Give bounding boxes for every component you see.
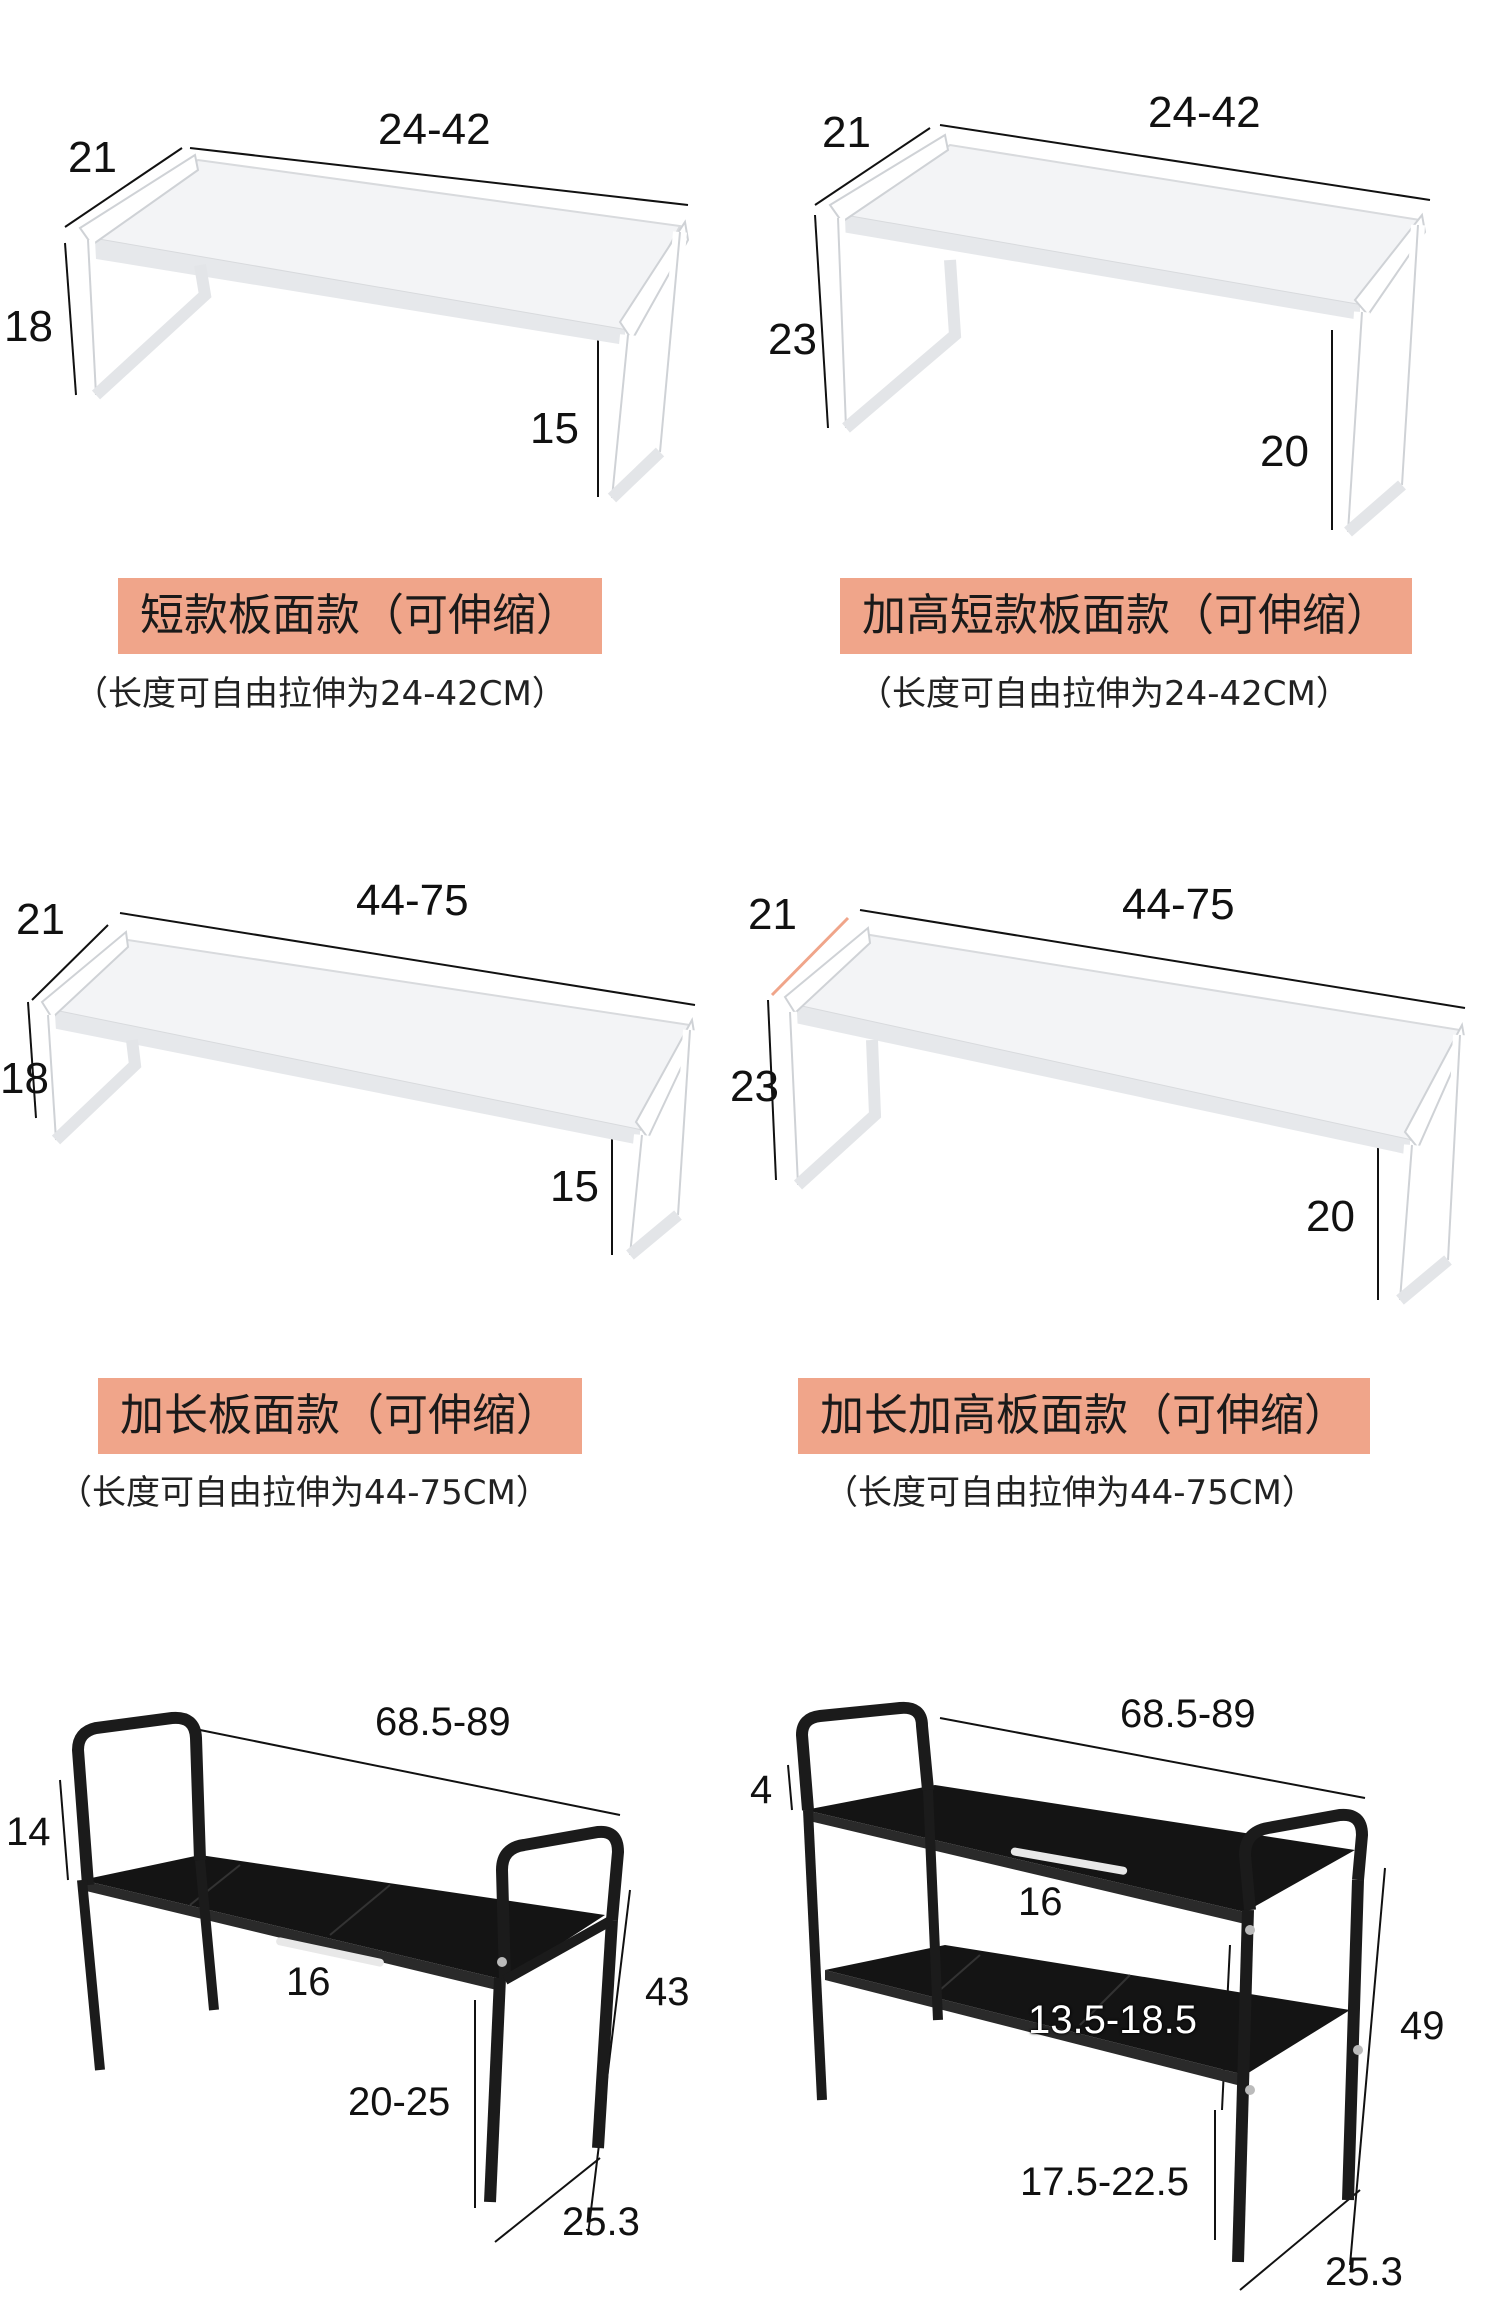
- depth-label: 25.3: [1325, 2250, 1403, 2294]
- shelf-gap-label: 13.5-18.5: [1028, 1998, 1198, 2042]
- width-label: 44-75: [1122, 880, 1235, 929]
- rail-height-label: 4: [750, 1768, 773, 1812]
- leg-label: 17.5-22.5: [1020, 2160, 1190, 2204]
- leg-label: 20-25: [348, 2080, 451, 2124]
- product-subtitle: （长度可自由拉伸为44-75CM）: [58, 1473, 550, 1513]
- rail-height-label: 14: [6, 1810, 51, 1854]
- height-label: 18: [4, 302, 53, 351]
- leg-label: 15: [550, 1162, 599, 1211]
- white-shelf-long-illustration: [27, 912, 697, 1260]
- height-label: 43: [645, 1970, 690, 2014]
- width-label: 24-42: [378, 105, 491, 154]
- product-black-double: 68.5-89 4 16 13.5-18.5 49 17.5-22.5 25.3: [750, 1680, 1500, 2322]
- depth-label: 25.3: [562, 2200, 640, 2244]
- height-label: 18: [0, 1054, 49, 1103]
- depth-label: 21: [748, 890, 797, 939]
- product-tall-long: 44-75 21 23 20 加长加高板面款（可伸缩） （长度可自由拉伸为44-…: [730, 840, 1500, 1540]
- width-label: 68.5-89: [375, 1700, 511, 1744]
- product-tall-short: 24-42 21 23 20 加高短款板面款（可伸缩） （长度可自由拉伸为24-…: [750, 0, 1500, 760]
- white-shelf-tall-short-illustration: [814, 124, 1431, 537]
- white-shelf-tall-long-illustration: [767, 909, 1467, 1305]
- width-label: 24-42: [1148, 88, 1261, 137]
- height-label: 23: [730, 1062, 779, 1111]
- product-long: 44-75 21 18 15 加长板面款（可伸缩） （长度可自由拉伸为44-75…: [0, 840, 750, 1540]
- shelf-depth-label: 16: [286, 1960, 331, 2004]
- depth-label: 21: [16, 895, 65, 944]
- product-black-single: 68.5-89 14 16 43 20-25 25.3: [0, 1680, 750, 2322]
- leg-label: 20: [1306, 1192, 1355, 1241]
- product-title: 加高短款板面款（可伸缩）: [840, 578, 1412, 654]
- product-subtitle: （长度可自由拉伸为24-42CM）: [74, 674, 566, 714]
- product-subtitle: （长度可自由拉伸为24-42CM）: [858, 674, 1350, 714]
- product-short: 24-42 21 18 15 短款板面款（可伸缩） （长度可自由拉伸为24-42…: [0, 0, 750, 760]
- shelf-depth-label: 16: [1018, 1880, 1063, 1924]
- product-title: 加长板面款（可伸缩）: [98, 1378, 582, 1454]
- width-label: 44-75: [356, 876, 469, 925]
- product-title: 加长加高板面款（可伸缩）: [798, 1378, 1370, 1454]
- depth-label: 21: [822, 108, 871, 157]
- white-shelf-short-illustration: [64, 147, 690, 503]
- black-shelf-single-illustration: [59, 1711, 631, 2243]
- leg-label: 15: [530, 404, 579, 453]
- depth-label: 21: [68, 133, 117, 182]
- height-label: 23: [768, 315, 817, 364]
- product-subtitle: （长度可自由拉伸为44-75CM）: [824, 1473, 1316, 1513]
- height-label: 49: [1400, 2004, 1445, 2048]
- black-shelf-double-illustration: [787, 1701, 1386, 2291]
- product-title: 短款板面款（可伸缩）: [118, 578, 602, 654]
- width-label: 68.5-89: [1120, 1692, 1256, 1736]
- leg-label: 20: [1260, 427, 1309, 476]
